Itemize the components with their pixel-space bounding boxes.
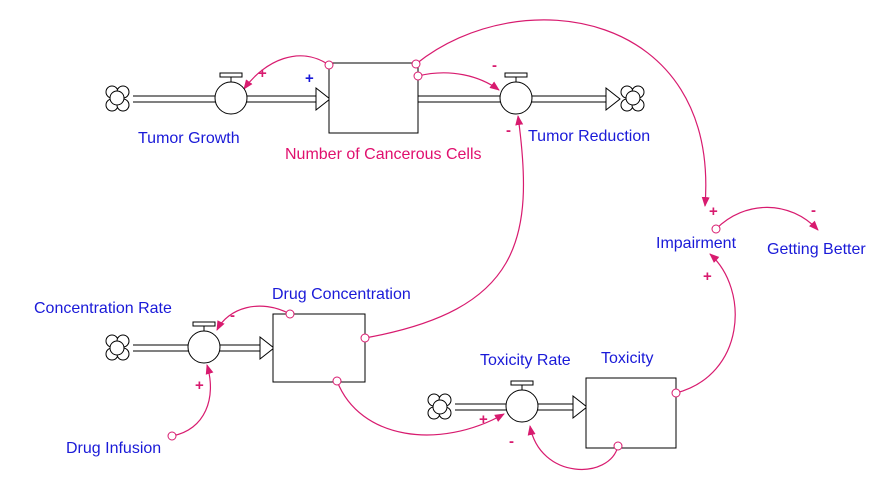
link-origin-drug-infusion	[167, 431, 177, 441]
link-origin-cells-a	[324, 60, 334, 70]
cloud-source-concentration-rate-icon	[105, 334, 130, 361]
pipe-tumor-growth-arrowhead	[315, 86, 331, 112]
cloud-sink-tumor-reduction-icon	[620, 85, 645, 112]
link-toxicity-to-impairment	[675, 253, 736, 394]
link-impairment-to-getting-better	[715, 206, 819, 231]
label-number-of-cancerous-cells: Number of Cancerous Cells	[285, 146, 482, 163]
polarity-drug-to-tox-rate: +	[479, 411, 488, 428]
link-origin-drug-conc-c	[332, 376, 342, 386]
label-drug-infusion: Drug Infusion	[66, 440, 161, 457]
link-origin-drug-conc-a	[285, 309, 295, 319]
label-toxicity: Toxicity	[601, 350, 653, 367]
polarity-drug-to-reduction: -	[506, 122, 511, 139]
valve-concentration-rate-icon[interactable]	[187, 321, 221, 364]
polarity-infusion-to-conc-rate: +	[195, 377, 204, 394]
link-drug-conc-to-conc-rate	[216, 305, 291, 331]
polarity-toxicity-to-tox-rate: -	[509, 433, 514, 450]
valve-toxicity-rate-icon[interactable]	[505, 380, 539, 423]
link-drug-conc-to-toxicity-rate	[336, 380, 505, 436]
cloud-source-tumor-growth-icon	[105, 85, 130, 112]
polarity-cells-to-growth: +	[258, 65, 267, 82]
stock-number-of-cancerous-cells[interactable]	[328, 62, 419, 134]
pipe-tox-rate-arrowhead	[572, 394, 588, 420]
label-tumor-growth: Tumor Growth	[138, 130, 240, 147]
valve-tumor-reduction-icon[interactable]	[499, 72, 533, 115]
link-toxicity-to-toxicity-rate	[527, 425, 619, 470]
stock-drug-concentration[interactable]	[272, 313, 366, 383]
link-infusion-to-conc-rate	[171, 364, 214, 437]
link-cells-to-impairment	[415, 19, 710, 207]
polarity-impairment-to-better: -	[811, 202, 816, 219]
link-origin-cells-b	[411, 59, 421, 69]
polarity-growth-to-cells: +	[305, 70, 314, 87]
label-toxicity-rate: Toxicity Rate	[480, 352, 571, 369]
link-origin-toxicity-b	[613, 441, 623, 451]
label-getting-better: Getting Better	[767, 241, 866, 258]
stock-toxicity[interactable]	[585, 377, 677, 449]
label-drug-concentration: Drug Concentration	[272, 286, 411, 303]
link-origin-toxicity-a	[671, 388, 681, 398]
pipe-conc-rate-arrowhead	[259, 335, 275, 361]
polarity-cells-to-reduction: -	[492, 57, 497, 74]
link-origin-drug-conc-b	[360, 333, 370, 343]
label-tumor-reduction: Tumor Reduction	[528, 128, 650, 145]
polarity-cells-to-impairment: +	[709, 203, 718, 220]
valve-tumor-growth-icon[interactable]	[214, 72, 248, 115]
link-drug-conc-to-tumor-reduction	[364, 115, 525, 339]
label-concentration-rate: Concentration Rate	[34, 300, 172, 317]
link-cells-to-tumor-reduction	[417, 72, 500, 91]
pipe-tumor-reduction-arrowhead	[605, 86, 621, 112]
link-cells-to-tumor-growth	[243, 55, 330, 90]
polarity-toxicity-to-impairment: +	[703, 268, 712, 285]
polarity-drug-to-conc-rate: -	[230, 307, 235, 324]
link-origin-impairment	[711, 224, 721, 234]
link-origin-cells-c	[413, 71, 423, 81]
cloud-source-toxicity-rate-icon	[427, 393, 452, 420]
label-impairment: Impairment	[656, 235, 737, 252]
